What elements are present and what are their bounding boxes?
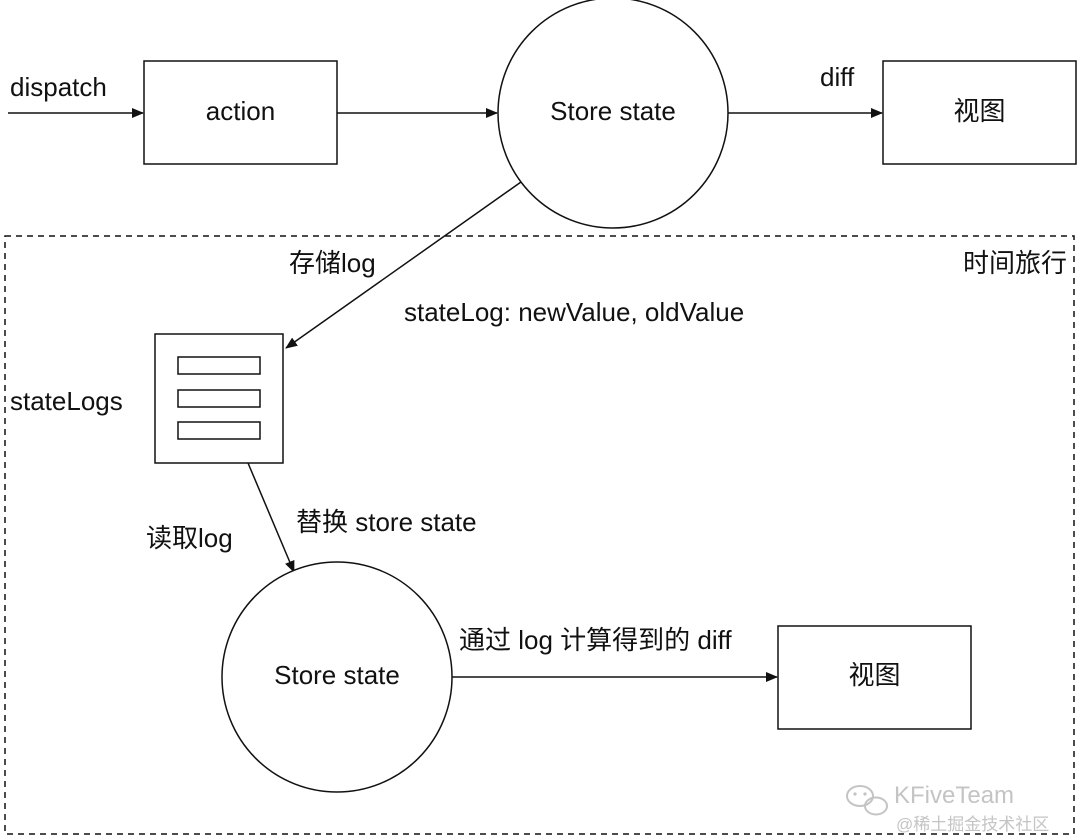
view-label-top: 视图 [953, 96, 1005, 126]
read-log-label: 读取log [146, 523, 233, 553]
log-entry [177, 389, 261, 408]
watermark-brand: KFiveTeam [894, 782, 1014, 809]
replace-label: 替换 store state [296, 507, 477, 537]
diff-via-log-label: 通过 log 计算得到的 diff [459, 625, 732, 655]
state-log-label: stateLog: newValue, oldValue [404, 297, 744, 327]
view-box-bottom [777, 625, 972, 730]
time-travel-region [4, 235, 1075, 835]
diff-label: diff [820, 62, 855, 92]
log-entry [177, 421, 261, 440]
save-log-label: 存储log [289, 248, 376, 278]
store-to-logs-arrow [285, 181, 522, 349]
watermark-community: @稀土掘金技术社区 [896, 815, 1049, 834]
store-state-label-top: Store state [550, 96, 676, 126]
store-state-label-bottom: Store state [274, 660, 400, 690]
action-label: action [206, 96, 275, 126]
wechat-icon [846, 785, 888, 816]
view-label-bottom: 视图 [848, 660, 900, 690]
state-logs-label: stateLogs [10, 386, 123, 416]
view-box-top [882, 60, 1077, 165]
dispatch-label: dispatch [10, 72, 107, 102]
logs-to-store-arrow [247, 462, 295, 573]
log-entry [177, 356, 261, 375]
time-travel-title: 时间旅行 [963, 248, 1067, 278]
